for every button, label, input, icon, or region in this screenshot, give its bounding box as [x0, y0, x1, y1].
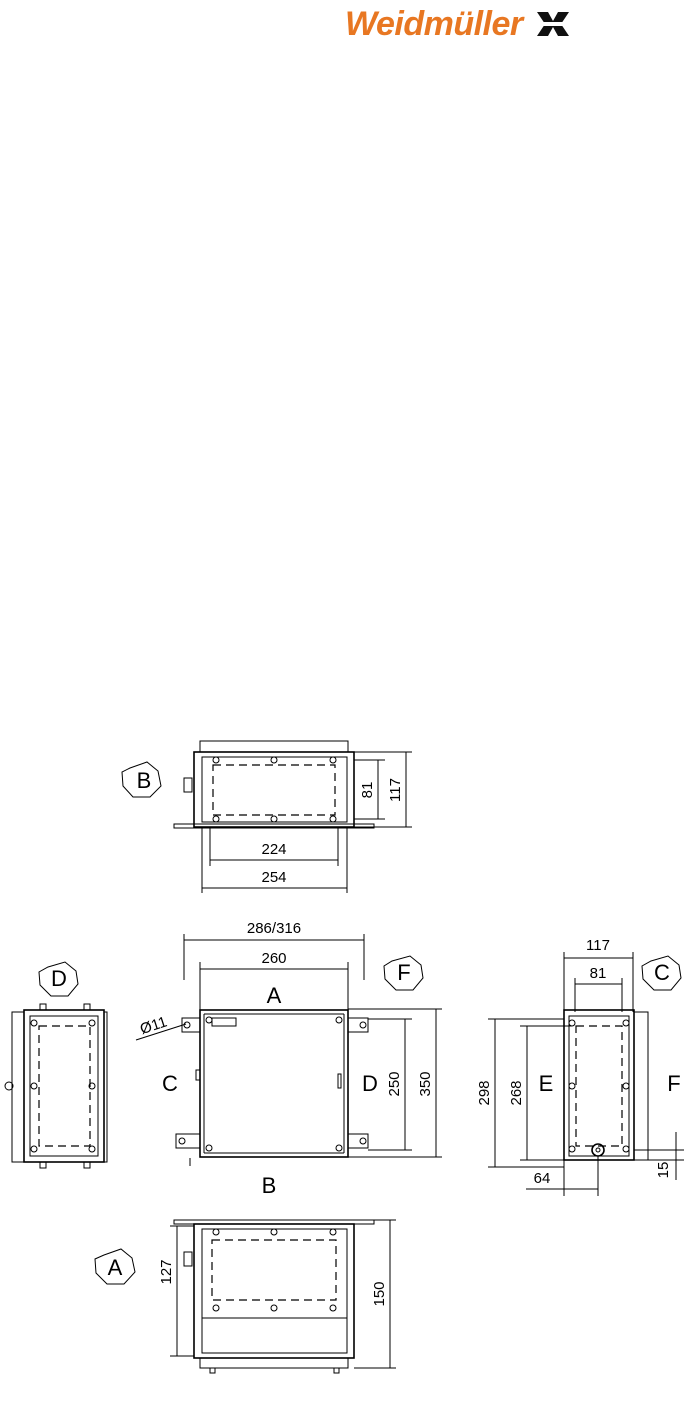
side-label-e: E [539, 1071, 554, 1096]
view-d: D [4, 961, 108, 1169]
side-label-a: A [267, 983, 282, 1008]
dim-150: 150 [371, 1281, 388, 1306]
dim-64: 64 [534, 1170, 551, 1187]
view-tag-b-label: B [137, 768, 152, 793]
view-c: C 117 81 E F 298 268 6 [476, 937, 684, 1196]
dim-15: 15 [655, 1162, 672, 1179]
dim-dia-11: Ø11 [138, 1013, 169, 1038]
view-tag-b: B [121, 761, 162, 798]
side-label-d: D [362, 1071, 378, 1096]
dim-117-c: 117 [586, 937, 610, 954]
brand-logo: Weidmüller [345, 4, 571, 44]
dim-81-c: 81 [590, 965, 607, 982]
dim-127: 127 [158, 1259, 175, 1284]
side-label-f: F [667, 1071, 680, 1096]
view-tag-f-label: F [397, 960, 410, 985]
dim-260: 260 [261, 950, 286, 967]
side-label-c: C [162, 1071, 178, 1096]
view-b: B 81 117 224 254 [121, 740, 412, 893]
dim-81-b: 81 [359, 782, 376, 799]
dim-268: 268 [508, 1080, 525, 1105]
view-tag-f: F [383, 955, 424, 991]
dim-254: 254 [261, 869, 286, 886]
brand-name: Weidmüller [345, 4, 523, 43]
dim-117-b: 117 [387, 778, 404, 802]
dim-286-316: 286/316 [247, 920, 301, 937]
view-a: A 127 150 [94, 1219, 396, 1374]
view-tag-a: A [94, 1248, 136, 1285]
view-tag-c-label: C [654, 960, 670, 985]
dim-350: 350 [417, 1071, 434, 1096]
view-tag-d-label: D [51, 966, 67, 991]
dim-298: 298 [476, 1080, 493, 1105]
view-tag-d: D [38, 961, 79, 997]
weidmuller-logo-mark-icon [536, 12, 569, 36]
view-tag-c: C [641, 955, 682, 991]
view-tag-a-label: A [108, 1255, 123, 1280]
dim-250: 250 [386, 1071, 403, 1096]
front-view: 286/316 260 A Ø11 C D B 25 [135, 920, 442, 1198]
side-label-b: B [262, 1173, 277, 1198]
dim-224: 224 [261, 841, 286, 858]
